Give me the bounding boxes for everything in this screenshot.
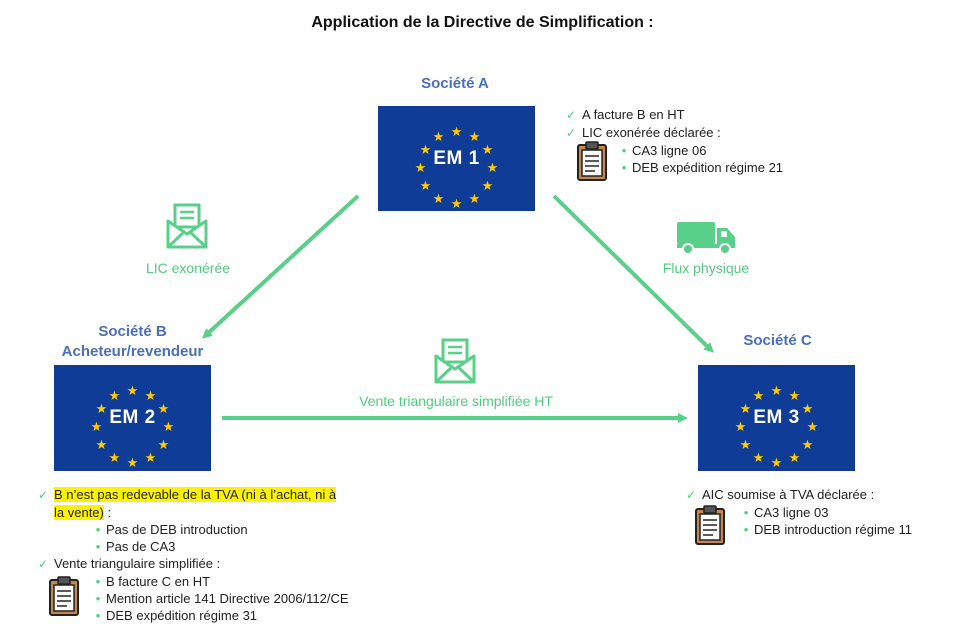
svg-text:★: ★ [109, 389, 121, 404]
company-c-name: Société C [743, 332, 812, 349]
eu-flag-em1: ★★★ ★★★ ★★★ ★★★ EM 1 [378, 106, 535, 211]
checkmark-icon: ✓ [566, 126, 577, 140]
svg-text:★: ★ [802, 438, 814, 453]
company-b-title: Société B [98, 323, 167, 340]
svg-text:★: ★ [802, 402, 814, 417]
list-item: •B facture C en HT [90, 573, 418, 590]
svg-text:★: ★ [469, 130, 481, 145]
bullet-icon: • [95, 522, 101, 537]
notes-company-a: ✓A facture B en HT ✓LIC exonérée déclaré… [566, 106, 846, 176]
svg-text:★: ★ [771, 384, 783, 399]
truck-icon [677, 222, 735, 255]
envelope-icon [166, 203, 208, 249]
svg-text:★: ★ [91, 420, 103, 435]
svg-text:★: ★ [145, 451, 157, 466]
edge-label-vente: Vente triangulaire simplifiée HT [359, 393, 553, 409]
arrow-a-to-b [202, 194, 360, 339]
member-state-label: EM 3 [753, 407, 800, 428]
list-item: •DEB introduction régime 11 [738, 521, 961, 538]
svg-text:★: ★ [771, 456, 783, 471]
svg-text:★: ★ [415, 161, 427, 176]
svg-text:★: ★ [807, 420, 819, 435]
member-state-label: EM 2 [109, 407, 156, 428]
svg-text:★: ★ [158, 402, 170, 417]
eu-flag-em2: ★★★ ★★★ ★★★ ★★★ EM 2 [54, 365, 211, 471]
notes-company-c: ✓AIC soumise à TVA déclarée : •CA3 ligne… [686, 486, 961, 538]
svg-text:★: ★ [740, 402, 752, 417]
svg-text:★: ★ [469, 192, 481, 207]
svg-text:★: ★ [420, 143, 432, 158]
bullet-icon: • [621, 143, 627, 158]
svg-text:★: ★ [753, 389, 765, 404]
svg-text:★: ★ [753, 451, 765, 466]
edge-label-lic: LIC exonérée [145, 260, 231, 276]
diagram-title: Application de la Directive de Simplific… [311, 14, 654, 31]
bullet-icon: • [743, 522, 749, 537]
list-item: •DEB expédition régime 31 [90, 607, 418, 624]
clipboard-icon [49, 576, 79, 616]
checkmark-icon: ✓ [566, 108, 577, 122]
company-a-name: Société A [421, 75, 489, 92]
svg-text:★: ★ [789, 451, 801, 466]
svg-text:★: ★ [735, 420, 747, 435]
bullet-icon: • [621, 160, 627, 175]
svg-text:★: ★ [740, 438, 752, 453]
svg-text:★: ★ [482, 179, 494, 194]
svg-text:★: ★ [96, 402, 108, 417]
member-state-label: EM 1 [433, 147, 480, 169]
list-item: •Pas de CA3 [90, 538, 418, 555]
svg-text:★: ★ [482, 143, 494, 158]
svg-text:★: ★ [487, 161, 499, 176]
clipboard-icon [695, 505, 725, 545]
svg-text:★: ★ [451, 197, 463, 211]
svg-text:★: ★ [158, 438, 170, 453]
list-item: •CA3 ligne 03 [738, 504, 961, 521]
svg-text:★: ★ [109, 451, 121, 466]
svg-text:★: ★ [127, 384, 139, 399]
bullet-icon: • [95, 539, 101, 554]
eu-stars-icon: ★★★ ★★★ ★★★ ★★★ [735, 384, 819, 471]
list-item: •DEB expédition régime 21 [616, 159, 846, 176]
eu-stars-icon: ★★★ ★★★ ★★★ ★★★ [415, 125, 499, 211]
check-item: ✓B n’est pas redevable de la TVA (ni à l… [38, 487, 337, 502]
svg-text:★: ★ [96, 438, 108, 453]
list-item: •Mention article 141 Directive 2006/112/… [90, 590, 418, 607]
svg-text:★: ★ [451, 125, 463, 140]
bullet-icon: • [95, 591, 101, 606]
company-b-role: Acheteur/revendeur [61, 343, 204, 360]
checkmark-icon: ✓ [686, 488, 697, 502]
svg-text:★: ★ [163, 420, 175, 435]
eu-stars-icon: ★★★ ★★★ ★★★ ★★★ [91, 384, 175, 471]
bullet-icon: • [743, 505, 749, 520]
svg-text:★: ★ [145, 389, 157, 404]
check-item-continued: la vente) : [54, 505, 112, 520]
bullet-icon: • [95, 574, 101, 589]
check-item: ✓A facture B en HT [566, 107, 685, 122]
envelope-icon [434, 338, 476, 384]
svg-text:★: ★ [420, 179, 432, 194]
clipboard-icon [577, 141, 607, 181]
svg-text:★: ★ [127, 456, 139, 471]
svg-text:★: ★ [433, 130, 445, 145]
edge-label-flux: Flux physique [662, 260, 750, 276]
check-item: ✓LIC exonérée déclarée : [566, 125, 721, 140]
bullet-icon: • [95, 608, 101, 623]
list-item: •CA3 ligne 06 [616, 142, 846, 159]
svg-text:★: ★ [433, 192, 445, 207]
notes-company-b: ✓B n’est pas redevable de la TVA (ni à l… [38, 486, 418, 624]
checkmark-icon: ✓ [38, 488, 49, 502]
svg-text:★: ★ [789, 389, 801, 404]
check-item: ✓Vente triangulaire simplifiée : [38, 556, 221, 571]
checkmark-icon: ✓ [38, 557, 49, 571]
check-item: ✓AIC soumise à TVA déclarée : [686, 487, 875, 502]
list-item: •Pas de DEB introduction [90, 521, 418, 538]
eu-flag-em3: ★★★ ★★★ ★★★ ★★★ EM 3 [698, 365, 855, 471]
company-b-name: Société B Acheteur/revendeur [30, 322, 235, 362]
arrow-a-to-c [552, 194, 714, 353]
